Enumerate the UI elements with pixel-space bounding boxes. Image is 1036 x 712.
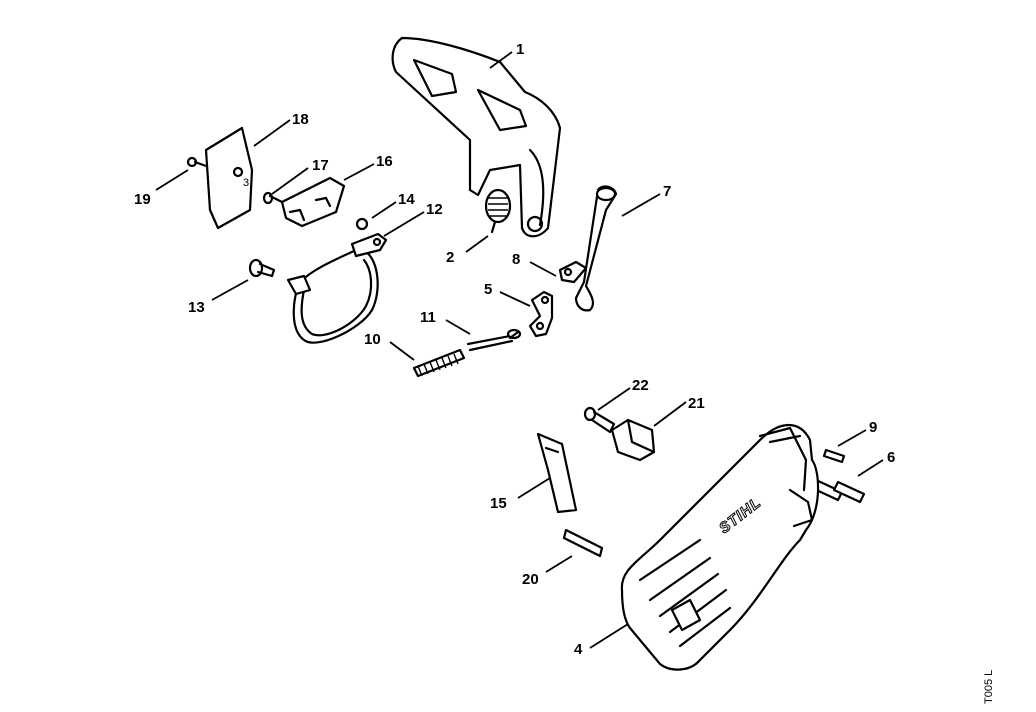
plate-18-part: 3 [204, 126, 254, 230]
sprocket-cover-part: STIHL [620, 424, 820, 671]
callout-1: 1 [516, 41, 524, 58]
brake-band-part [286, 232, 388, 344]
callout-6: 6 [887, 449, 895, 466]
callout-10: 10 [364, 331, 381, 348]
drawing-code: T005 L [983, 670, 995, 704]
callout-11: 11 [420, 309, 436, 326]
screw-19-part [186, 156, 208, 168]
brake-spring-part [412, 348, 466, 378]
callout-7: 7 [663, 183, 671, 200]
callout-labels: 1 2 4 5 6 7 8 9 10 11 12 13 14 15 16 17 … [134, 41, 895, 658]
svg-text:3: 3 [243, 177, 249, 189]
callout-9: 9 [869, 419, 877, 436]
callout-16: 16 [376, 153, 393, 170]
block-16-part [280, 176, 346, 228]
brake-lever-part [528, 290, 554, 338]
callout-19: 19 [134, 191, 151, 208]
lever-bushing-part [558, 260, 588, 284]
callout-12: 12 [426, 201, 443, 218]
nut-21-part [610, 418, 656, 462]
pin-20-part [562, 528, 604, 558]
callout-15: 15 [490, 495, 507, 512]
callout-17: 17 [312, 157, 329, 174]
callout-20: 20 [522, 571, 539, 588]
callout-4: 4 [574, 641, 583, 658]
callout-13: 13 [188, 299, 205, 316]
hand-guard-part [391, 36, 562, 238]
lever-rod-part [574, 185, 618, 312]
callout-22: 22 [632, 377, 649, 394]
pin-9-part [822, 448, 846, 464]
callout-5: 5 [484, 281, 492, 298]
screw-13-part [248, 258, 276, 278]
callout-21: 21 [688, 395, 705, 412]
screw-17-part [262, 191, 284, 205]
retaining-clip-part [355, 217, 369, 231]
callout-2: 2 [446, 249, 454, 266]
callout-8: 8 [512, 251, 520, 268]
screw-22-part [583, 406, 616, 434]
callout-18: 18 [292, 111, 309, 128]
leader-lines [155, 51, 884, 649]
plate-15-part [536, 432, 578, 514]
pin-6-part [810, 478, 866, 504]
callout-14: 14 [398, 191, 415, 208]
tension-rod-part [466, 328, 522, 352]
